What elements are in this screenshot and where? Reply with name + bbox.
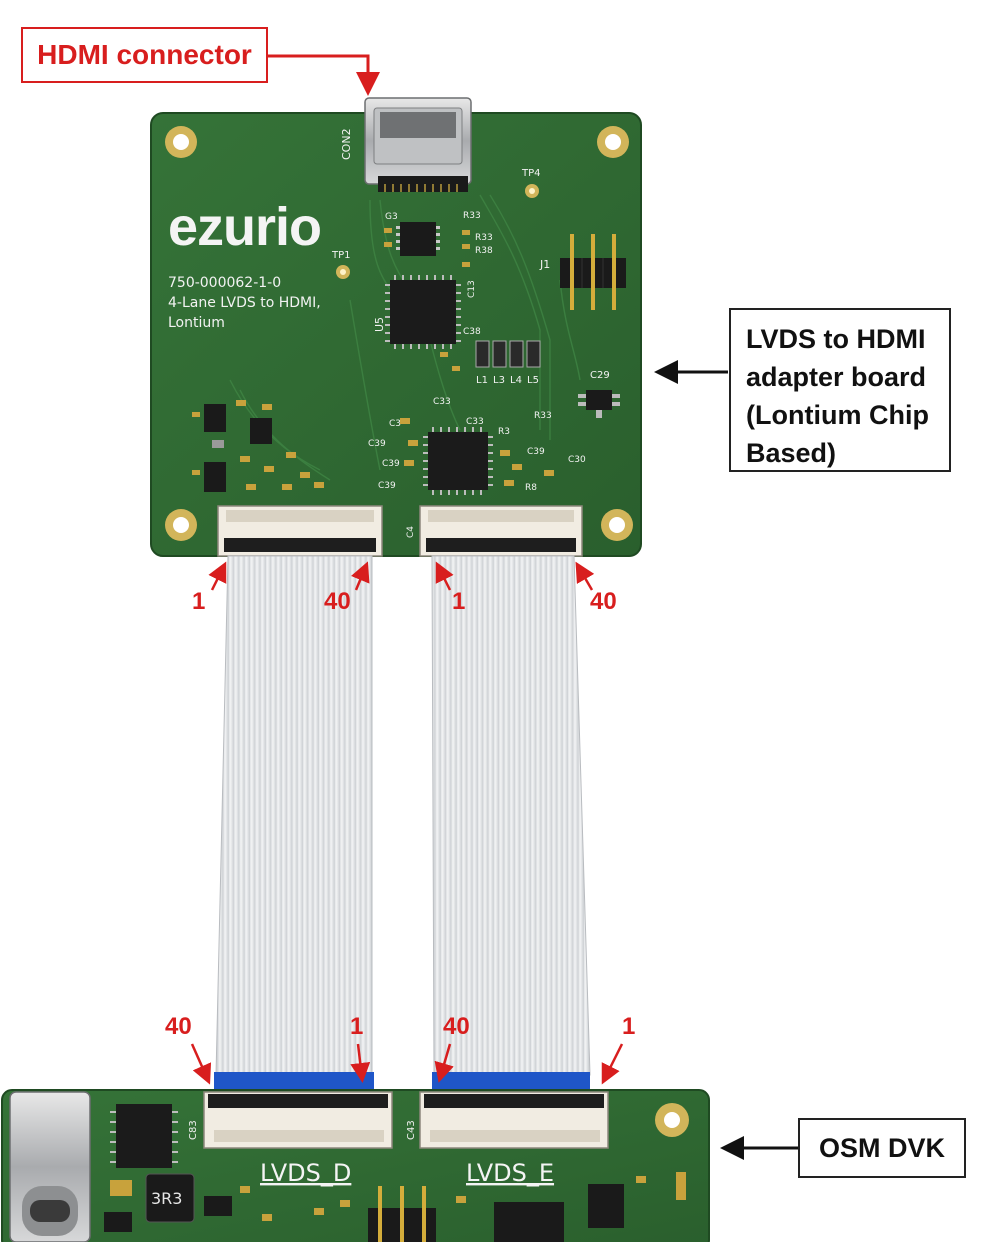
pin-arrow xyxy=(601,1043,624,1085)
mounting-hole xyxy=(597,126,629,158)
refdes-c38: C38 xyxy=(463,327,481,337)
test-point xyxy=(525,184,539,198)
mounting-hole xyxy=(601,509,633,541)
pin-label-top-left-1: 1 xyxy=(192,588,206,615)
adapter-board-callout: LVDS to HDMI adapter board (Lontium Chip… xyxy=(729,308,951,472)
fpc-connector-top-left xyxy=(217,505,383,557)
refdes-u5: U5 xyxy=(373,317,386,332)
refdes-con2: CON2 xyxy=(340,128,353,160)
pin-label-top-left-40: 40 xyxy=(324,588,351,615)
callout-arrows xyxy=(190,54,798,1160)
adapter-callout-line-3: (Lontium Chip xyxy=(746,400,929,430)
hdmi-arrow xyxy=(266,54,380,96)
ribbon-cable-left xyxy=(214,555,374,1092)
refdes-l3: L3 xyxy=(493,375,505,386)
board-description-line2: Lontium xyxy=(168,315,225,331)
refdes-r33c: R33 xyxy=(534,411,552,421)
pin-label-bottom-right-40: 40 xyxy=(443,1013,470,1040)
refdes-r38: R38 xyxy=(475,246,493,256)
refdes-tp1: TP1 xyxy=(331,250,351,261)
hdmi-connector-callout: HDMI connector xyxy=(21,27,268,83)
pin-arrow xyxy=(435,561,454,591)
adapter-callout-line-1: LVDS to HDMI xyxy=(746,324,926,354)
pin-label-bottom-left-1: 1 xyxy=(350,1013,364,1040)
pin-arrow xyxy=(434,1043,454,1083)
sot-transistor xyxy=(578,390,620,418)
refdes-c29: C29 xyxy=(590,370,610,381)
test-point xyxy=(336,265,350,279)
refdes-c30a: C30 xyxy=(568,455,586,465)
refdes-c39a: C39 xyxy=(368,439,386,449)
left-ic-cluster xyxy=(192,228,554,492)
ezurio-logo: ezurio xyxy=(168,197,321,257)
refdes-r3: R3 xyxy=(498,427,510,437)
power-inductor xyxy=(145,1173,195,1223)
refdes-c83: C83 xyxy=(188,1120,199,1140)
adapter-callout-line-4: Based) xyxy=(746,438,837,468)
refdes-r8: R8 xyxy=(525,483,537,493)
ribbon-stiffener xyxy=(432,1072,590,1092)
refdes-c39c: C39 xyxy=(378,481,396,491)
mounting-hole xyxy=(165,126,197,158)
part-number: 750-000062-1-0 xyxy=(168,275,281,291)
pin-arrow xyxy=(208,561,227,591)
refdes-c33b: C33 xyxy=(466,417,484,427)
fpc-connector-top-right xyxy=(419,505,583,557)
pin-label-top-right-40: 40 xyxy=(590,588,617,615)
ribbon-cable-right xyxy=(431,555,591,1092)
refdes-c3: C3 xyxy=(389,419,401,429)
pin-label-top-right-1: 1 xyxy=(452,588,466,615)
refdes-c39d: C39 xyxy=(527,447,545,457)
refdes-r33b: R33 xyxy=(475,233,493,243)
refdes-l1: L1 xyxy=(476,375,488,386)
small-ic xyxy=(396,222,440,256)
dvk-ic xyxy=(110,1104,178,1168)
pin-label-bottom-right-1: 1 xyxy=(622,1013,636,1040)
refdes-l5: L5 xyxy=(527,375,539,386)
adapter-board: CON2 ezurio 750-000062-1-0 4-Lane LVDS t… xyxy=(150,97,642,557)
pin-arrow xyxy=(575,561,595,591)
refdes-l4: L4 xyxy=(510,375,522,386)
refdes-j1: J1 xyxy=(539,258,550,271)
fpc-connector-lvds-d xyxy=(203,1091,393,1149)
dvk-passives xyxy=(104,1172,686,1242)
adapter-callout-line-2: adapter board xyxy=(746,362,927,392)
refdes-c13: C13 xyxy=(467,280,477,298)
refdes-c39b: C39 xyxy=(382,459,400,469)
refdes-c33a: C33 xyxy=(433,397,451,407)
qfn-ic xyxy=(423,427,493,495)
lvds-d-label: LVDS_D xyxy=(260,1159,351,1187)
refdes-c4: C4 xyxy=(406,526,416,538)
usb-c-connector xyxy=(9,1091,91,1242)
osm-dvk-callout: OSM DVK xyxy=(798,1118,966,1178)
pin-arrow xyxy=(351,561,370,591)
mounting-hole xyxy=(165,509,197,541)
inductor-array xyxy=(475,340,541,368)
inductor-marking: 3R3 xyxy=(151,1189,182,1208)
hdmi-connector-callout-text: HDMI connector xyxy=(37,39,252,70)
pin-arrow xyxy=(190,1043,212,1085)
refdes-r33: R33 xyxy=(463,211,481,221)
pin-arrow xyxy=(350,1043,371,1083)
refdes-g3: G3 xyxy=(385,212,398,222)
mounting-hole xyxy=(655,1103,689,1137)
pin-label-bottom-left-40: 40 xyxy=(165,1013,192,1040)
refdes-tp4: TP4 xyxy=(521,168,541,179)
ribbon-stiffener xyxy=(214,1072,374,1092)
osm-dvk-board: 3R3 xyxy=(1,1089,710,1242)
osm-dvk-callout-text: OSM DVK xyxy=(818,1133,945,1163)
refdes-c43: C43 xyxy=(406,1120,417,1140)
dvk-pin-header xyxy=(368,1186,436,1242)
lvds-e-label: LVDS_E xyxy=(466,1159,554,1187)
fpc-connector-lvds-e xyxy=(419,1091,609,1149)
pin-header-j1 xyxy=(560,234,626,310)
hdmi-connector xyxy=(364,97,472,192)
board-description-line1: 4-Lane LVDS to HDMI, xyxy=(168,295,321,311)
ic-u5 xyxy=(385,275,461,349)
